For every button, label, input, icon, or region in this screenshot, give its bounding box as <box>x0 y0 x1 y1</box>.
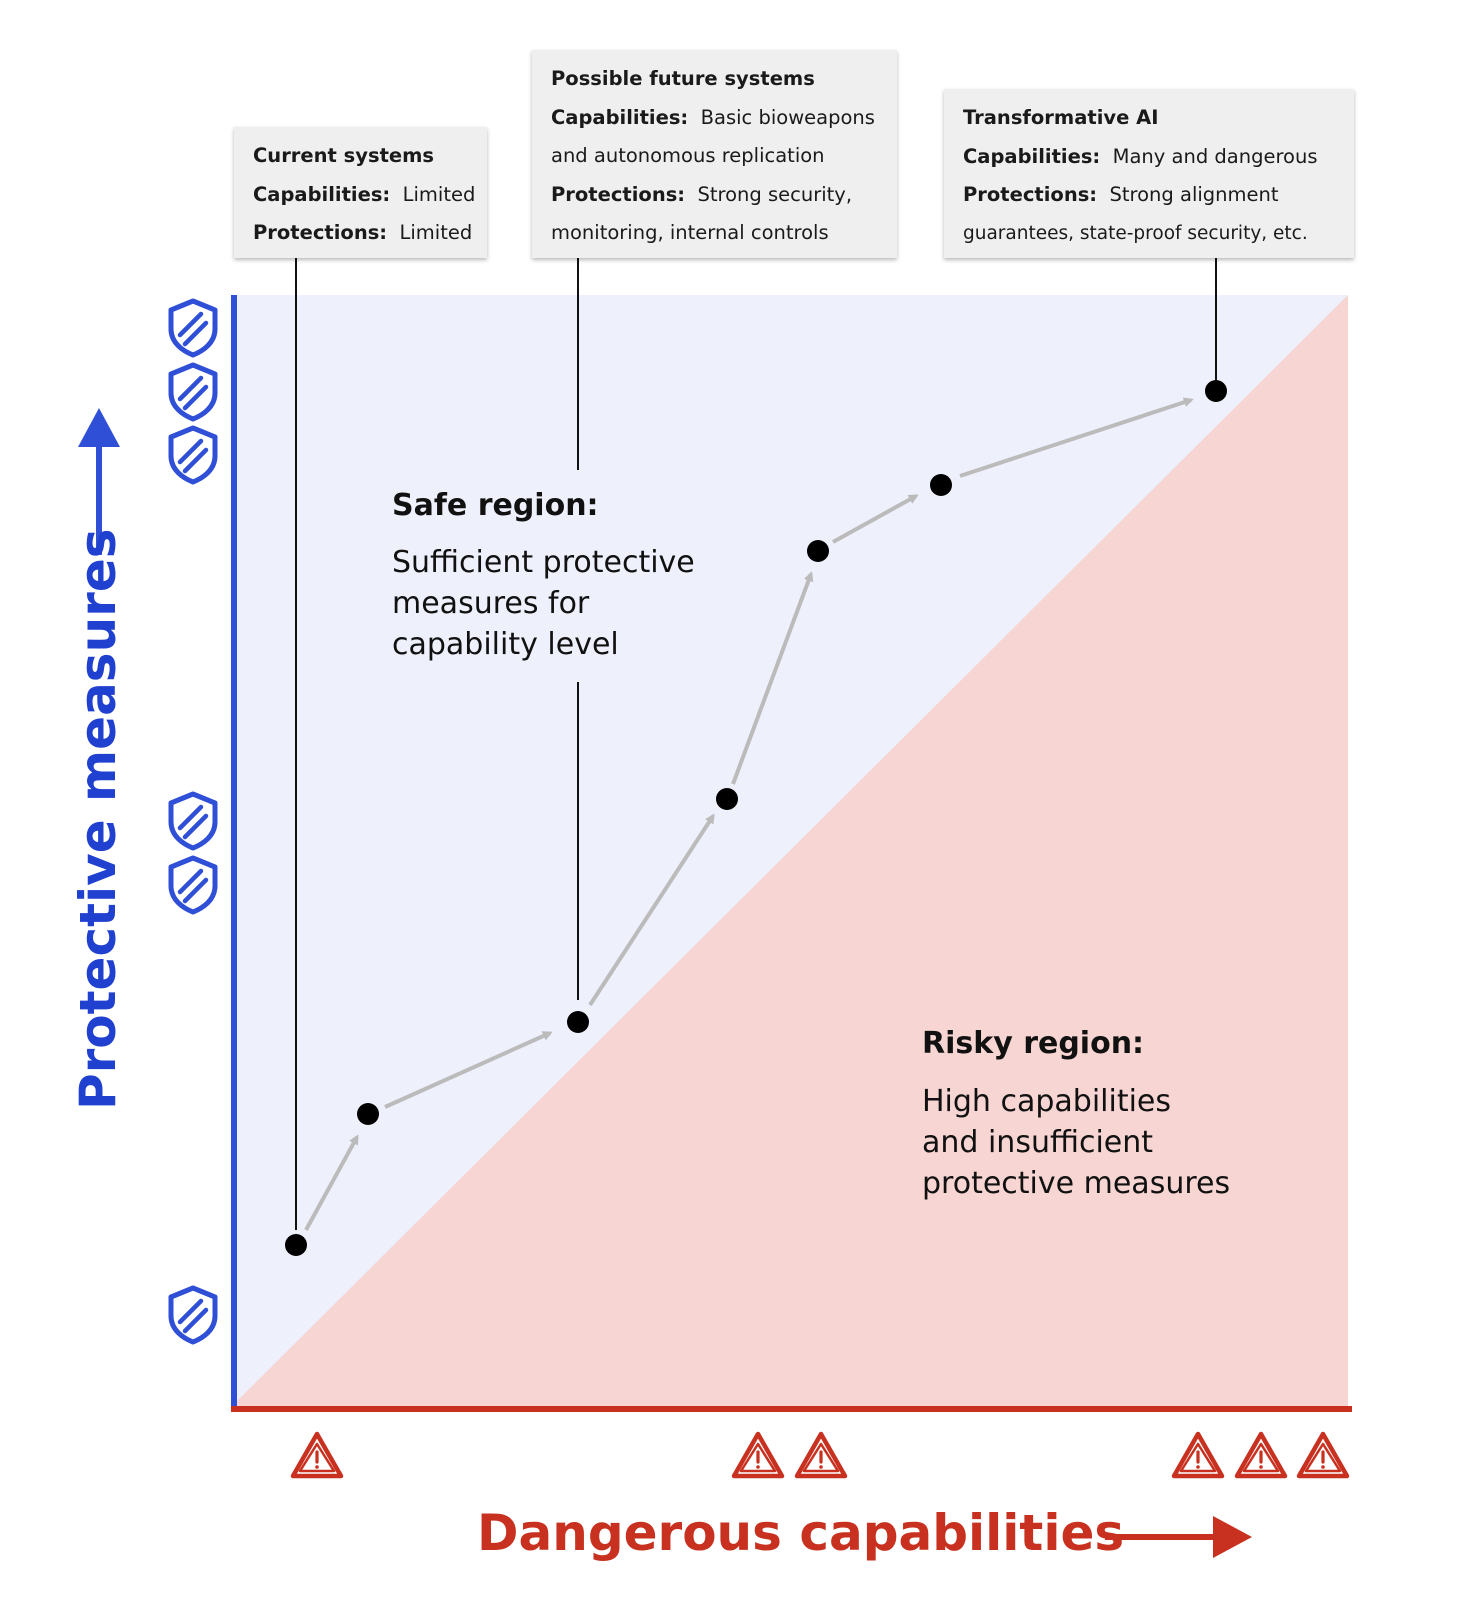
protections-text: Strong alignment <box>1109 183 1279 206</box>
trajectory-point <box>807 540 829 562</box>
trajectory-arrow <box>304 1134 359 1231</box>
shield-icon <box>171 858 215 912</box>
capabilities-text: Limited <box>402 182 476 206</box>
shield-icon <box>171 428 215 482</box>
x-axis-arrow-icon <box>1105 1516 1252 1558</box>
shield-icon <box>171 1288 215 1342</box>
risky-region <box>232 295 1348 1406</box>
capabilities-label: Capabilities: <box>253 182 391 206</box>
safe-region-line: Sufficient protective <box>392 545 695 580</box>
safe-region-description: Sufficient protective measures for capab… <box>392 542 695 665</box>
capabilities-text: Many and dangerous <box>1112 144 1318 168</box>
capabilities-label: Capabilities: <box>551 105 689 129</box>
trajectory-arrow <box>959 397 1194 478</box>
capabilities-text-cont: and autonomous replication <box>551 144 825 167</box>
shield-icon <box>171 365 215 419</box>
trajectory-point <box>716 788 738 810</box>
callout-transformative-ai: Transformative AI Capabilities: Many and… <box>944 89 1354 258</box>
protections-label: Protections: <box>963 183 1098 206</box>
trajectory-point <box>567 1011 589 1033</box>
trajectory-point <box>285 1234 307 1256</box>
protections-text-cont: monitoring, internal controls <box>551 221 829 244</box>
risky-region-description: High capabilities and insufficient prote… <box>922 1081 1230 1204</box>
shield-icon <box>171 794 215 848</box>
trajectory-point <box>1205 380 1227 402</box>
trajectory-point <box>930 474 952 496</box>
trajectory-arrow <box>731 571 814 785</box>
callout-current-systems: Current systems Capabilities: Limited Pr… <box>234 127 487 258</box>
capabilities-label: Capabilities: <box>963 144 1101 168</box>
callout-future-systems: Possible future systems Capabilities: Ba… <box>532 50 897 258</box>
callout-title: Possible future systems <box>551 67 815 90</box>
risky-region-line: High capabilities <box>922 1084 1172 1119</box>
warning-triangle-icon <box>293 1434 341 1476</box>
y-axis-arrow-icon <box>78 408 120 555</box>
risky-region-line: protective measures <box>922 1166 1231 1201</box>
trajectory-arrow <box>832 494 919 544</box>
safe-region-line: capability level <box>392 627 619 662</box>
protections-label: Protections: <box>253 221 388 244</box>
protections-label: Protections: <box>551 182 686 206</box>
safe-region-line: measures for <box>392 586 590 621</box>
shield-icon <box>171 301 215 355</box>
capabilities-text: Basic bioweapons <box>700 105 875 129</box>
callout-title: Transformative AI <box>963 106 1159 129</box>
trajectory-arrow <box>588 813 715 1007</box>
risky-region-line: and insufficient <box>922 1125 1154 1160</box>
trajectory-point <box>357 1103 379 1125</box>
safe-region-title: Safe region: <box>392 488 599 523</box>
warning-triangle-icon <box>1237 1434 1285 1476</box>
warning-triangle-icon <box>1174 1434 1222 1476</box>
protections-text: Strong security, <box>697 182 853 206</box>
warning-triangle-icon <box>797 1434 845 1476</box>
risky-region-title: Risky region: <box>922 1026 1145 1061</box>
callout-title: Current systems <box>253 144 435 167</box>
trajectory-arrow <box>384 1031 553 1109</box>
protections-text-cont: guarantees, state-proof security, etc. <box>963 222 1308 244</box>
warning-triangle-icon <box>734 1434 782 1476</box>
warning-triangle-icon <box>1299 1434 1347 1476</box>
x-axis-label: Dangerous capabilities <box>477 1504 1125 1562</box>
y-axis-label: Protective measures <box>69 528 127 1111</box>
protections-text: Limited <box>399 221 473 244</box>
